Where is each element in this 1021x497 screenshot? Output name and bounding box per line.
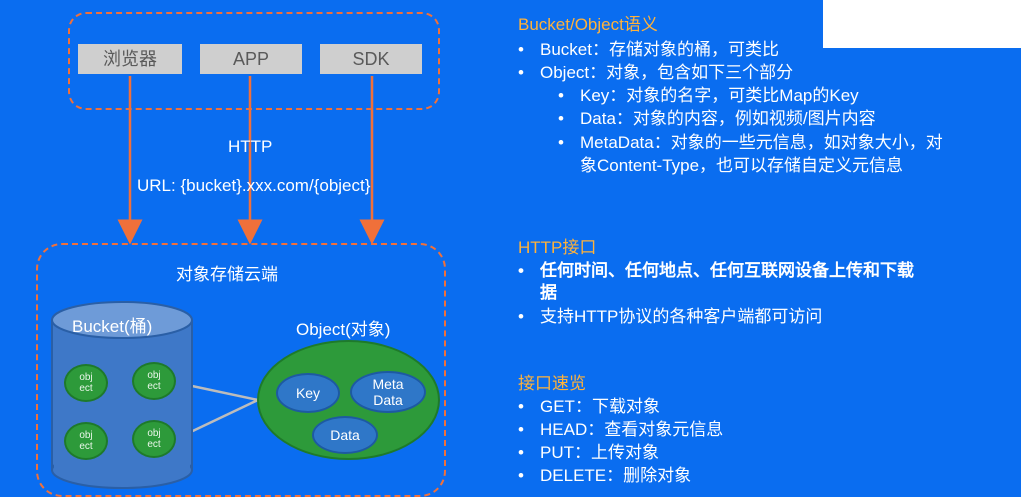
protocol-label: HTTP: [228, 137, 273, 156]
sdk-client: SDK: [320, 44, 422, 74]
put-bullet: •PUT：上传对象: [518, 443, 659, 462]
url-label: URL: {bucket}.xxx.com/{object}: [137, 176, 371, 195]
http-clients-bullet: •支持HTTP协议的各种客户端都可访问: [518, 307, 823, 326]
object-title: Object(对象): [296, 320, 391, 339]
any-device-bullet: •任何时间、任何地点、任何互联网设备上传和下载: [518, 261, 914, 280]
semantics-title: Bucket/Object语义: [518, 15, 658, 34]
bucket-bullet: •Bucket：存储对象的桶，可类比: [518, 40, 779, 59]
metadata-bullet-cont: 象Content-Type，也可以存储自定义元信息: [580, 156, 904, 175]
head-bullet: •HEAD：查看对象元信息: [518, 420, 724, 439]
metadata-bullet: •MetaData：对象的一些元信息，如对象大小，对: [558, 133, 943, 152]
http-interface-title: HTTP接口: [518, 238, 597, 257]
object-bullet: •Object：对象，包含如下三个部分: [518, 63, 794, 82]
data-part: Data: [312, 416, 378, 454]
key-bullet: •Key：对象的名字，可类比Map的Key: [558, 86, 859, 105]
browser-client: 浏览器: [78, 44, 182, 74]
delete-bullet: •DELETE：删除对象: [518, 466, 692, 485]
client-group-box: [68, 12, 440, 110]
get-bullet: •GET：下载对象: [518, 397, 660, 416]
any-device-bullet-cont: 据: [540, 283, 557, 302]
data-bullet: •Data：对象的内容，例如视频/图片内容: [558, 109, 876, 128]
key-part: Key: [276, 373, 340, 413]
bucket-label: Bucket(桶): [72, 317, 153, 336]
occlusion-patch: [823, 0, 1021, 48]
cloud-title: 对象存储云端: [176, 265, 278, 284]
api-overview-title: 接口速览: [518, 374, 586, 393]
app-client: APP: [200, 44, 302, 74]
